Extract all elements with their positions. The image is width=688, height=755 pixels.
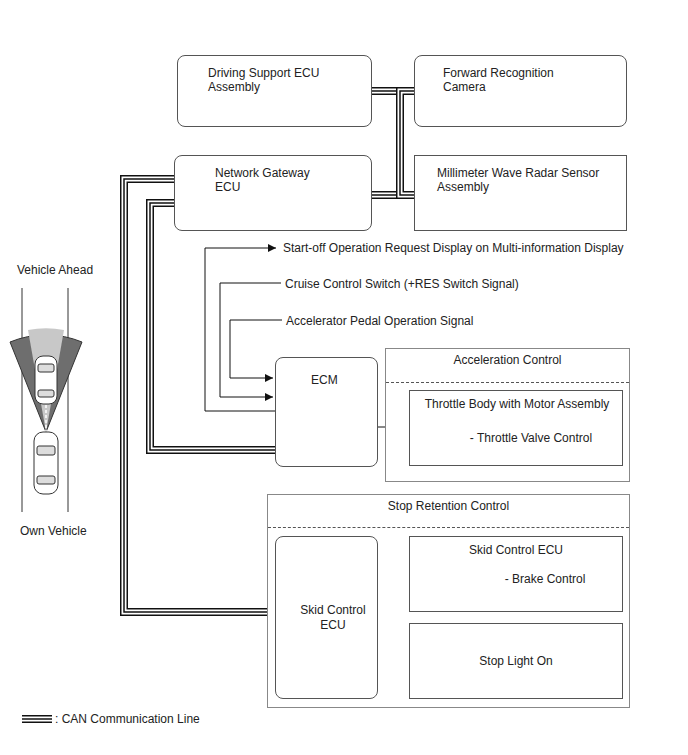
vehicle-label: Own Vehicle (20, 524, 87, 538)
component-box: Throttle Body with Motor Assembly - Throt… (409, 390, 623, 466)
signal-label: Start-off Operation Request Display on M… (283, 241, 624, 255)
ecu-box: Driving Support ECU Assembly (177, 55, 372, 127)
can-bus-line (150, 203, 275, 450)
box-title: Millimeter Wave Radar Sensor Assembly (437, 166, 612, 195)
component-box: Skid Control ECU (275, 536, 378, 699)
dashed-divider (386, 382, 629, 383)
box-title: Forward Recognition Camera (443, 66, 568, 95)
ecu-box: Network Gateway ECU (174, 155, 372, 231)
ecu-box: Forward Recognition Camera (414, 55, 627, 127)
component-box: Stop Light On (409, 623, 623, 699)
box-title: Network Gateway ECU (215, 166, 315, 195)
can-bus-line (124, 179, 275, 612)
box-title: Skid Control ECU (294, 603, 372, 632)
component-box: Skid Control ECU - Brake Control (409, 536, 623, 612)
box-title: Acceleration Control (386, 353, 629, 367)
vehicle-label: Vehicle Ahead (17, 263, 93, 277)
box-title: Skid Control ECU (414, 543, 618, 557)
box-title: Stop Retention Control (268, 499, 629, 513)
ecu-box: Millimeter Wave Radar Sensor Assembly (414, 155, 627, 231)
can-bus-line (400, 91, 414, 195)
dashed-divider (268, 527, 629, 528)
box-title: Throttle Body with Motor Assembly (416, 397, 618, 411)
can-bus-line (372, 91, 400, 195)
control-group: Stop Retention ControlSkid Control ECUSk… (267, 494, 630, 708)
control-group: Acceleration ControlThrottle Body with M… (385, 348, 630, 482)
box-title: ECM (311, 373, 377, 387)
box-title: Stop Light On (479, 654, 552, 668)
ecu-box: ECM (275, 357, 378, 467)
box-title: Driving Support ECU Assembly (208, 66, 333, 95)
legend-text: : CAN Communication Line (55, 712, 200, 726)
box-detail: - Brake Control (472, 572, 618, 586)
box-detail: - Throttle Valve Control (444, 431, 618, 445)
signal-label: Accelerator Pedal Operation Signal (286, 314, 473, 328)
signal-label: Cruise Control Switch (+RES Switch Signa… (285, 277, 519, 291)
